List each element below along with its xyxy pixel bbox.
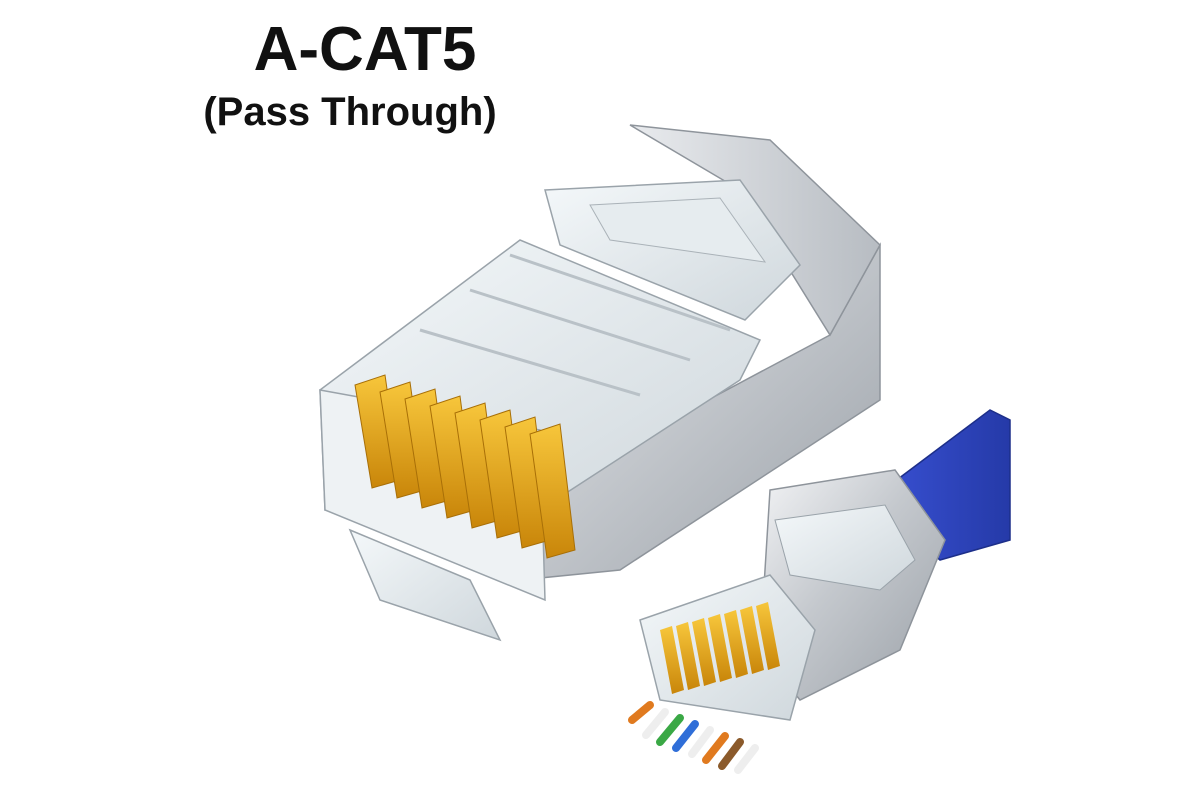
small-connector <box>628 409 1011 774</box>
small-plastic-housing <box>639 574 816 721</box>
product-title: A-CAT5 <box>253 15 477 84</box>
product-subtitle: (Pass Through) <box>203 90 497 134</box>
large-connector <box>319 124 881 642</box>
pass-through-wires <box>628 701 759 774</box>
large-gold-contacts <box>354 374 576 559</box>
small-gold-contacts <box>660 602 780 694</box>
large-shield-top <box>629 124 881 337</box>
small-latch-window <box>774 504 916 591</box>
large-latch-tab <box>348 528 502 642</box>
